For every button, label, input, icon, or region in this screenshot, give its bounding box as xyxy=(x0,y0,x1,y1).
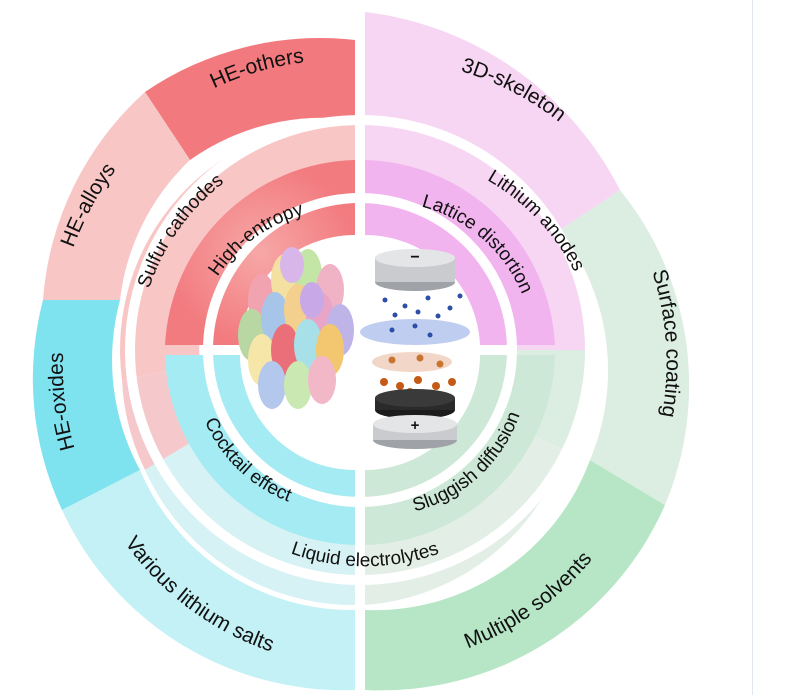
sector-he-oxides xyxy=(32,300,140,510)
sector-he-others xyxy=(145,37,355,160)
ion-dots-upper xyxy=(382,293,463,319)
plus-sign: + xyxy=(411,417,420,434)
sector-liquid-electrolytes-left xyxy=(145,430,355,606)
page-divider-line xyxy=(752,0,753,695)
sector-multiple-solvents xyxy=(365,460,665,691)
separator-disc xyxy=(360,319,470,345)
sector-lithium-salts xyxy=(62,470,355,691)
sector-3d-skeleton xyxy=(365,12,620,230)
sector-surface-coating xyxy=(560,190,690,505)
battery-illustration: − + xyxy=(360,249,470,449)
sector-he-alloys xyxy=(43,92,190,300)
high-entropy-cluster-illustration xyxy=(238,247,354,409)
minus-sign: − xyxy=(410,249,419,266)
